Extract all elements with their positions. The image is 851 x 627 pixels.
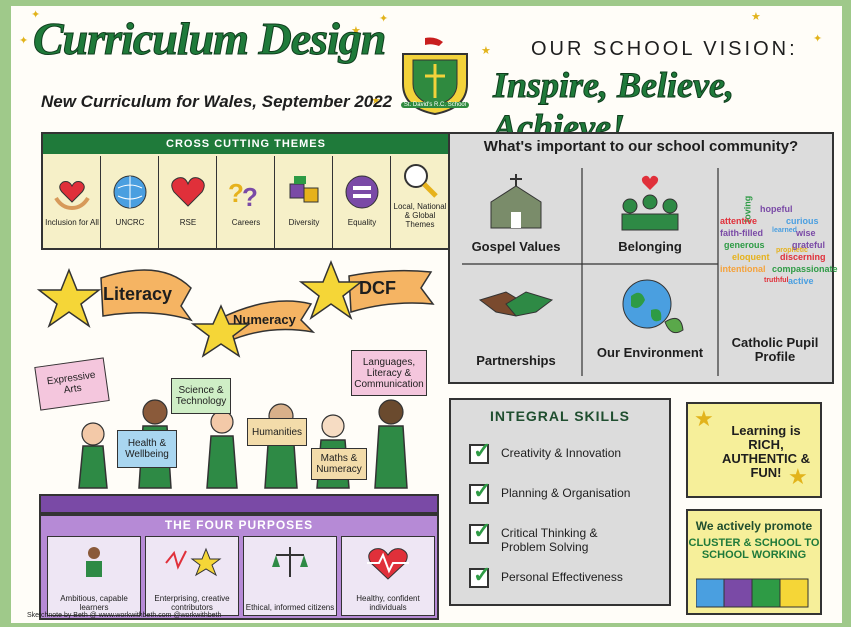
heart-icon	[171, 177, 205, 207]
star-icon: ✦	[379, 13, 389, 25]
star-icon: ★	[788, 464, 808, 489]
promote-panel: We actively promote CLUSTER & SCHOOL TO …	[686, 509, 822, 615]
svg-text:?: ?	[228, 178, 244, 208]
poster: ✦ ✦ ★ ✦ ★ ★ ✦ ★ Curriculum Design New Cu…	[11, 6, 842, 623]
theme-diversity: Diversity	[275, 156, 333, 250]
star-icon: ✦	[813, 33, 823, 45]
purpose-enterprising: Enterprising, creative contributors	[145, 536, 239, 616]
skill-creativity: ✓ Creativity & Innovation	[469, 438, 669, 474]
heart-hands-icon	[54, 181, 90, 211]
sign-maths-numeracy: Maths & Numeracy	[311, 448, 367, 480]
check-icon: ✓	[469, 562, 491, 588]
page-subtitle: New Curriculum for Wales, September 2022	[41, 92, 393, 111]
promote-line2: CLUSTER & SCHOOL TO SCHOOL WORKING	[688, 537, 820, 561]
integral-skills-panel: INTEGRAL SKILLS ✓ Creativity & Innovatio…	[449, 398, 671, 606]
creative-burst-icon	[165, 547, 222, 577]
puzzle-hands-icon	[289, 176, 319, 203]
child-reading-icon	[86, 547, 102, 577]
community-grid	[462, 168, 719, 376]
dcf-banner: DCF	[359, 278, 396, 298]
promote-line1: We actively promote	[695, 519, 813, 533]
check-icon: ✓	[469, 518, 491, 544]
school-community-panel: What's important to our school community…	[448, 132, 838, 384]
cell-gospel-values: Gospel Values	[450, 170, 582, 264]
skill-critical-thinking: ✓ Critical Thinking & Problem Solving	[469, 518, 669, 562]
community-question: What's important to our school community…	[483, 138, 799, 155]
globe-icon	[113, 175, 147, 209]
literacy-banner: Literacy	[103, 284, 173, 304]
handshake-icon	[478, 291, 554, 317]
puzzle-pieces-icon	[696, 578, 809, 608]
theme-careers: ?? Careers	[217, 156, 275, 250]
star-icon: ★	[371, 95, 381, 107]
skill-planning: ✓ Planning & Organisation	[469, 478, 669, 514]
four-purposes-heading: THE FOUR PURPOSES	[164, 518, 314, 532]
integral-skills-heading: INTEGRAL SKILLS	[490, 408, 630, 424]
svg-text:?: ?	[242, 182, 258, 212]
cell-partnerships: Partnerships	[450, 268, 582, 380]
skill-personal-effectiveness: ✓ Personal Effectiveness	[469, 562, 669, 598]
earth-leaf-icon	[622, 279, 684, 334]
star-icon: ★	[694, 406, 714, 431]
purpose-ethical: Ethical, informed citizens	[243, 536, 337, 616]
badge-ribbon: St. David's R.C. School	[401, 102, 469, 108]
star-icon: ★	[351, 25, 361, 37]
people-heart-icon	[621, 175, 679, 231]
magnifier-icon	[404, 164, 438, 198]
equals-icon	[345, 175, 379, 209]
page-title: Curriculum Design	[32, 13, 386, 65]
theme-inclusion: Inclusion for All	[43, 156, 101, 250]
sign-science-technology: Science & Technology	[171, 378, 231, 414]
word-cloud-icon: hopeful loving attentive curious faith-f…	[720, 195, 838, 286]
theme-rse: RSE	[159, 156, 217, 250]
check-icon: ✓	[469, 438, 491, 464]
star-icon: ★	[751, 11, 761, 23]
cell-our-environment: Our Environment	[582, 268, 718, 380]
learning-text: Learning is RICH, AUTHENTIC & FUN!	[721, 423, 811, 480]
theme-local-national-global: Local, National & Global Themes	[391, 156, 451, 250]
theme-equality: Equality	[333, 156, 391, 250]
theme-uncrc: UNCRC	[101, 156, 159, 250]
learning-panel: ★ ★ Learning is RICH, AUTHENTIC & FUN!	[686, 402, 822, 498]
vision-text: Inspire, Believe, Achieve!	[493, 65, 735, 148]
purpose-healthy: Healthy, confident individuals	[341, 536, 435, 616]
cross-cutting-themes-panel: CROSS CUTTING THEMES Inclusion for All U…	[41, 132, 451, 250]
scales-icon	[272, 547, 308, 577]
footer-credit: Sketchnote by Beth @ www.workwithbeth.co…	[27, 612, 222, 619]
school-badge: St. David's R.C. School	[395, 36, 475, 116]
heartbeat-icon	[367, 548, 409, 580]
sign-languages-literacy: Languages, Literacy & Communication	[351, 350, 427, 396]
check-icon: ✓	[469, 478, 491, 504]
star-icon: ★	[481, 45, 491, 57]
banners-art	[36, 259, 435, 358]
purpose-ambitious: Ambitious, capable learners	[47, 536, 141, 616]
question-marks-icon: ??	[228, 178, 258, 212]
cell-catholic-pupil-profile: hopeful loving attentive curious faith-f…	[720, 195, 838, 364]
numeracy-banner: Numeracy	[233, 312, 296, 327]
star-icon: ✦	[31, 9, 41, 21]
vision-label: OUR SCHOOL VISION:	[531, 38, 798, 60]
cross-cutting-heading: CROSS CUTTING THEMES	[43, 134, 449, 154]
cell-belonging: Belonging	[582, 170, 718, 264]
sign-humanities: Humanities	[247, 418, 307, 446]
star-icon: ✦	[19, 35, 29, 47]
church-icon	[490, 174, 542, 229]
platform-top	[39, 494, 439, 514]
sign-health-wellbeing: Health & Wellbeing	[117, 430, 177, 468]
dragon-shield-icon	[402, 37, 468, 116]
